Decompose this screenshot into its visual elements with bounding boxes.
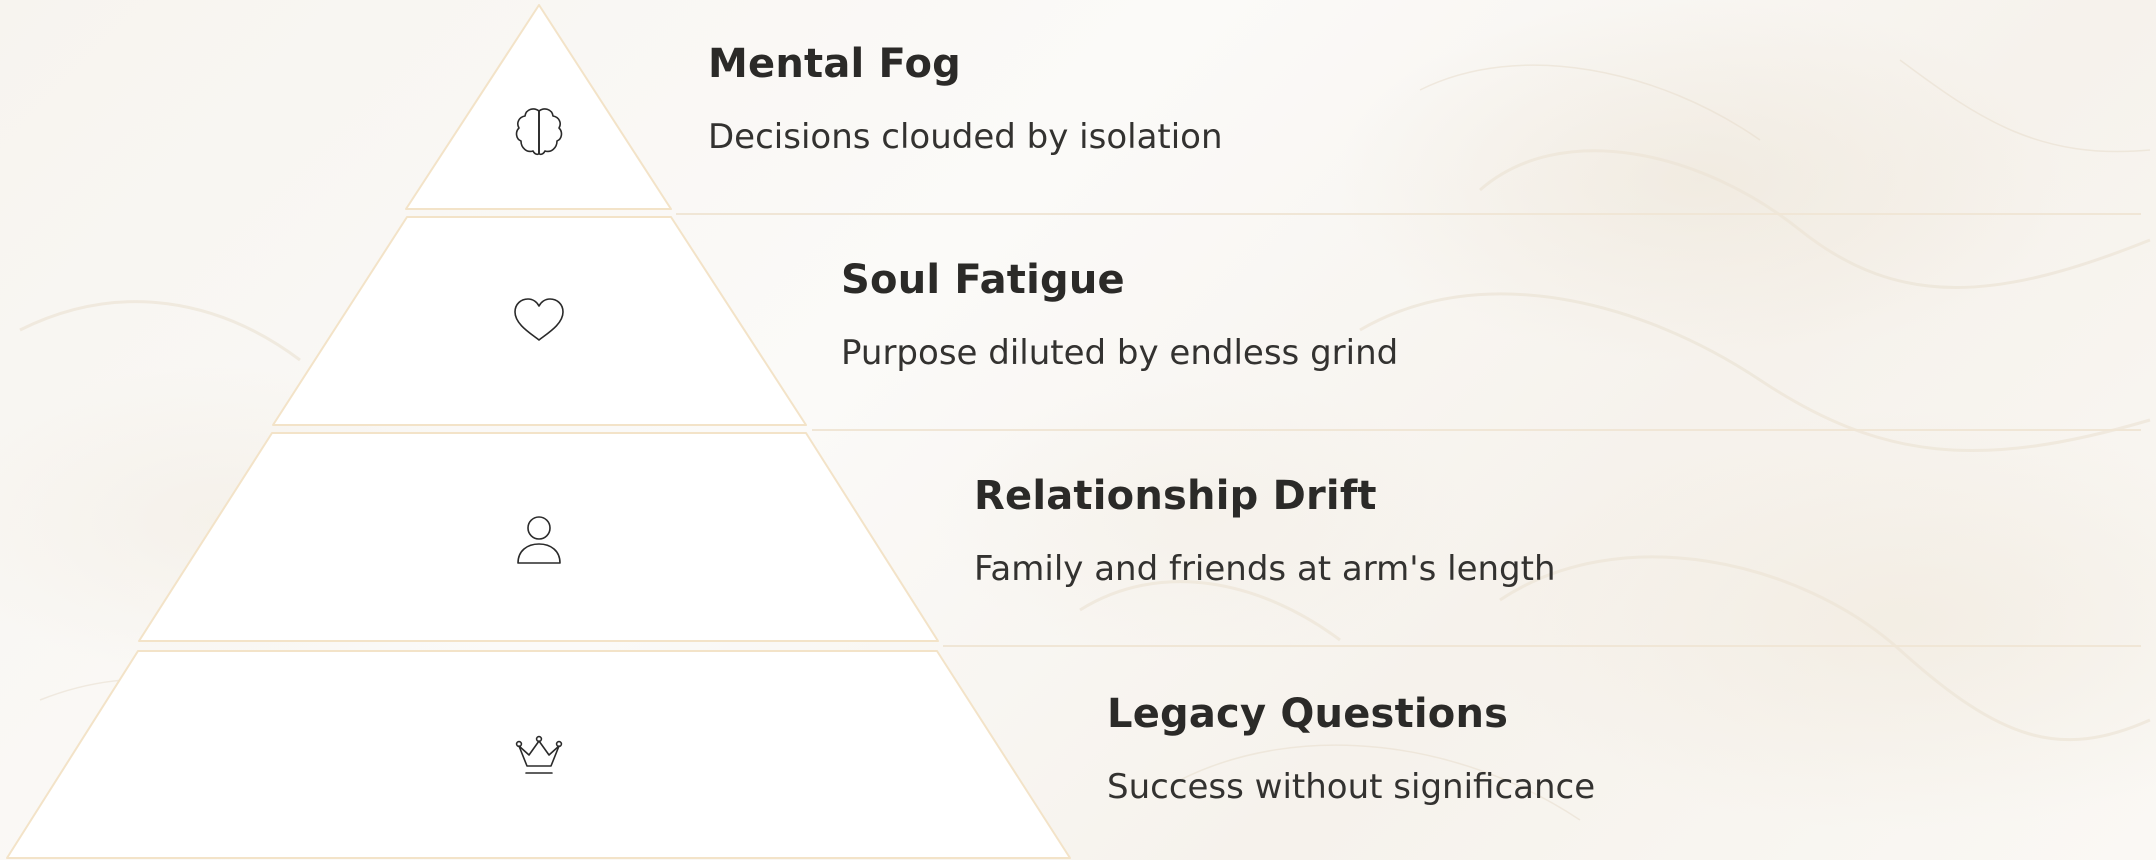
tier-title: Legacy Questions — [1107, 691, 1509, 737]
pyramid-tier-2 — [272, 216, 807, 426]
tier-divider-3 — [943, 645, 2141, 647]
tier-title: Relationship Drift — [974, 473, 1377, 519]
pyramid-tier-3 — [138, 432, 939, 642]
tier-3-text: Relationship Drift Family and friends at… — [974, 472, 1556, 590]
tier-description: Decisions clouded by isolation — [708, 117, 1223, 157]
brain-icon — [510, 103, 568, 161]
tier-title: Mental Fog — [708, 41, 961, 87]
person-icon — [510, 511, 568, 569]
tier-1-text: Mental Fog Decisions clouded by isolatio… — [708, 40, 1223, 158]
crown-icon — [510, 728, 568, 786]
tier-description: Family and friends at arm's length — [974, 549, 1556, 589]
pyramid-tier-4 — [6, 650, 1071, 859]
tier-description: Purpose diluted by endless grind — [841, 333, 1399, 373]
tier-description: Success without significance — [1107, 767, 1596, 807]
tier-title: Soul Fatigue — [841, 257, 1125, 303]
pyramid-tier-1 — [405, 4, 672, 210]
tier-4-text: Legacy Questions Success without signifi… — [1107, 690, 1595, 808]
tier-divider-1 — [676, 213, 2141, 215]
tier-divider-2 — [812, 429, 2141, 431]
heart-icon — [510, 293, 568, 351]
tier-2-text: Soul Fatigue Purpose diluted by endless … — [841, 256, 1398, 374]
